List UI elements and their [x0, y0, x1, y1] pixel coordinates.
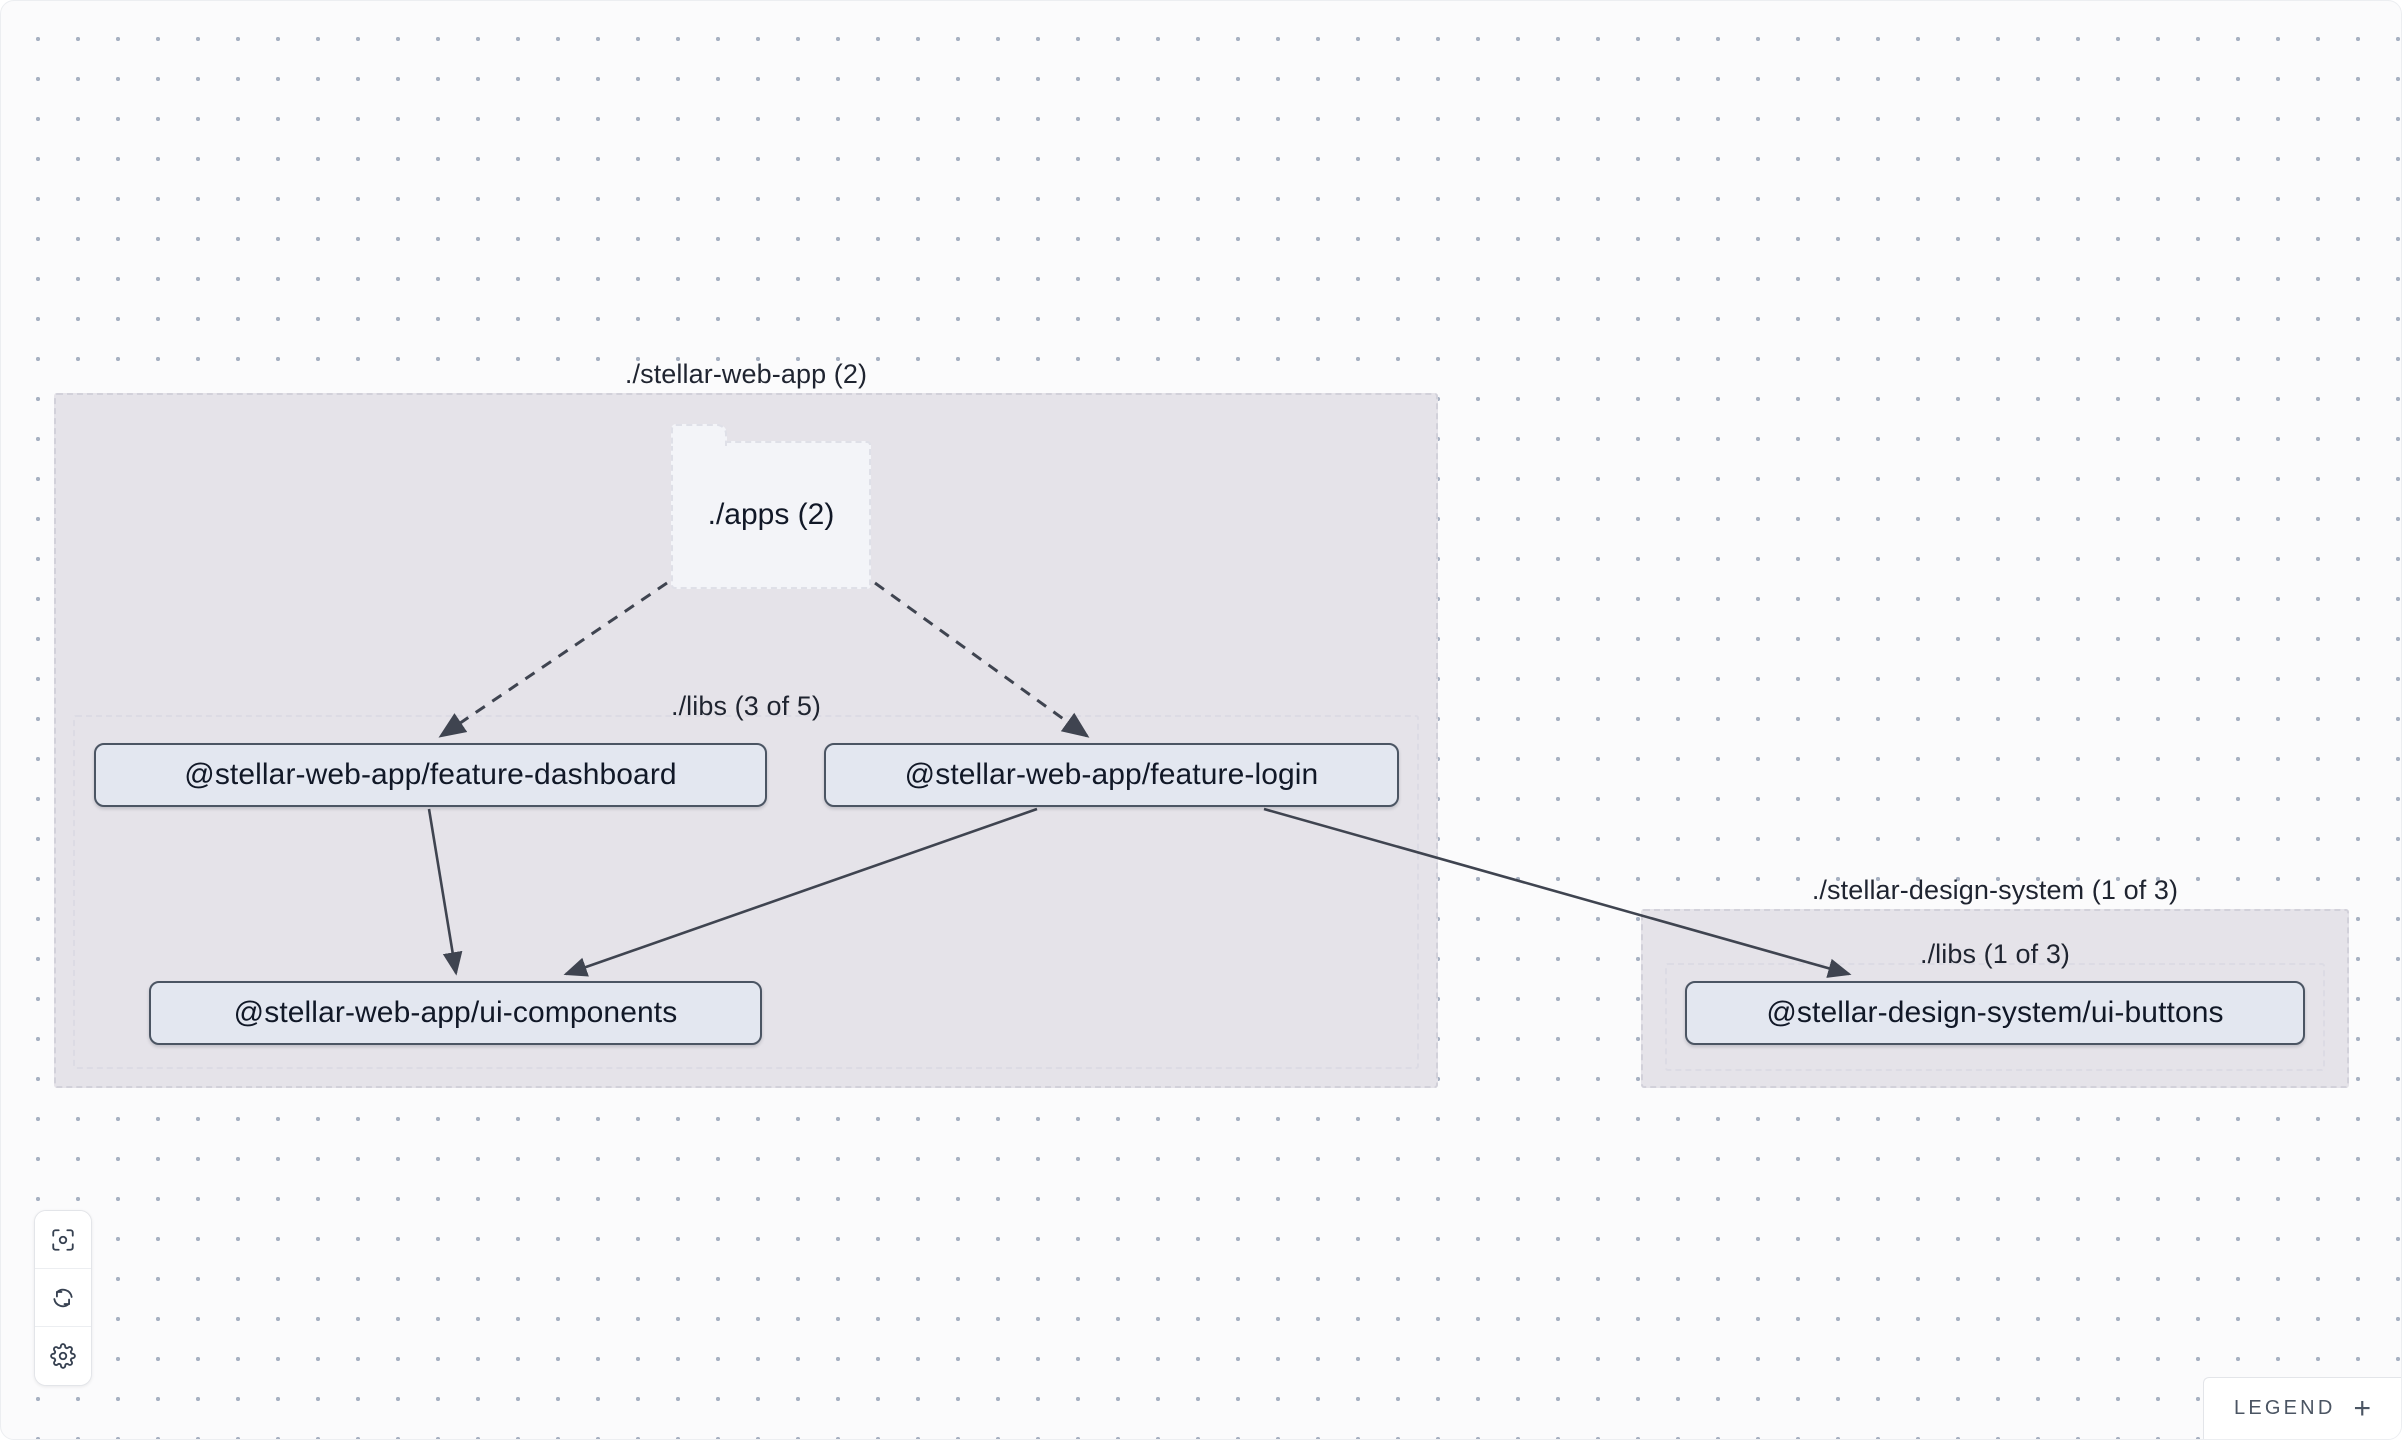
focus-graph-button[interactable]: [35, 1211, 91, 1269]
refresh-icon: [50, 1285, 76, 1311]
focus-target-icon: [50, 1227, 76, 1253]
folder-tab-icon: [671, 424, 727, 449]
legend-expand-icon[interactable]: +: [2353, 1391, 2371, 1425]
group-label-stellar-design-system: ./stellar-design-system (1 of 3): [1811, 875, 2179, 905]
legend-label: LEGEND: [2234, 1397, 2336, 1419]
node-feature-login[interactable]: @stellar-web-app/feature-login: [824, 743, 1399, 807]
legend-panel[interactable]: LEGEND +: [2203, 1377, 2401, 1439]
graph-toolbar[interactable]: [34, 1210, 92, 1386]
group-stellar-design-system-libs[interactable]: [1665, 963, 2325, 1071]
node-ui-buttons[interactable]: @stellar-design-system/ui-buttons: [1685, 981, 2305, 1045]
group-label-stellar-design-system-libs: ./libs (1 of 3): [1919, 939, 2071, 969]
node-label-ui-components: @stellar-web-app/ui-components: [233, 996, 678, 1029]
gear-icon: [50, 1343, 76, 1369]
node-label-feature-login: @stellar-web-app/feature-login: [904, 758, 1319, 791]
node-feature-dashboard[interactable]: @stellar-web-app/feature-dashboard: [94, 743, 767, 807]
folder-node-apps[interactable]: ./apps (2): [671, 424, 871, 589]
group-label-stellar-web-app-libs: ./libs (3 of 5): [670, 691, 822, 721]
folder-label-apps: ./apps (2): [707, 498, 835, 531]
node-label-ui-buttons: @stellar-design-system/ui-buttons: [1766, 996, 2224, 1029]
refresh-graph-button[interactable]: [35, 1269, 91, 1327]
group-label-stellar-web-app: ./stellar-web-app (2): [624, 359, 868, 389]
settings-button[interactable]: [35, 1327, 91, 1385]
node-ui-components[interactable]: @stellar-web-app/ui-components: [149, 981, 762, 1045]
node-label-feature-dashboard: @stellar-web-app/feature-dashboard: [184, 758, 677, 791]
